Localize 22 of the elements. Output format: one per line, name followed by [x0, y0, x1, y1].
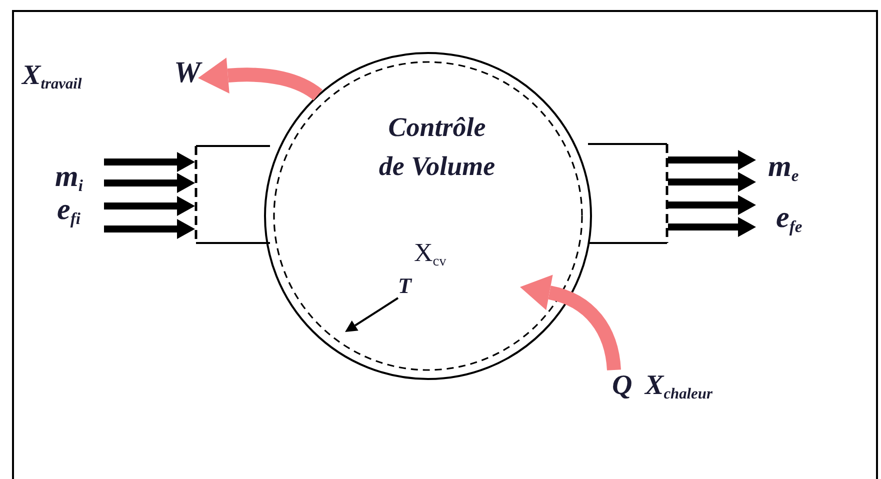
symbol-label: X$_{travail}$	[22, 62, 82, 92]
inflow-arrow	[104, 152, 195, 172]
flow-symbol-label: e$_{fi}$	[57, 195, 80, 228]
leader-line	[345, 297, 399, 332]
outflow-arrow	[668, 217, 756, 237]
inflow-arrow	[104, 173, 195, 193]
symbol-label: T	[398, 275, 412, 297]
outflow-arrow	[668, 172, 756, 192]
symbol-label: X$_{cv}$	[414, 240, 446, 269]
symbol-label: X$_{chaleur}$	[645, 372, 712, 402]
outflow-arrow	[668, 150, 756, 170]
work-arrow	[198, 58, 322, 101]
flow-symbol-label: m$_{e}$	[768, 152, 799, 184]
outflow-arrow	[668, 195, 756, 215]
symbol-label: W	[174, 58, 201, 88]
inflow-arrow	[104, 196, 195, 216]
volume-title: Contrôle de Volume	[378, 111, 496, 184]
heat-arrow	[520, 274, 621, 371]
symbol-label: Q	[612, 372, 632, 400]
flow-symbol-label: m$_{i}$	[55, 162, 83, 194]
inflow-arrow	[104, 219, 195, 239]
flow-symbol-label: e$_{fe}$	[776, 203, 802, 236]
